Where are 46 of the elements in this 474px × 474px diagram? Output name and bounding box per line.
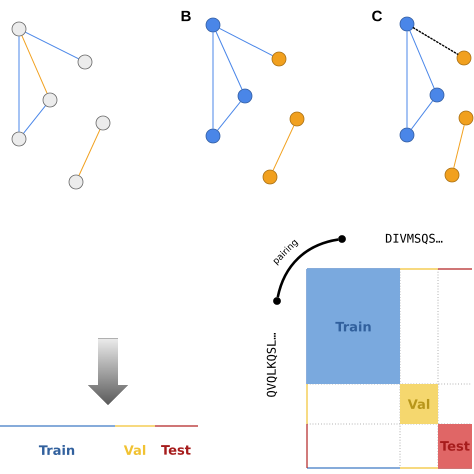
split-block: Val (400, 384, 438, 424)
graph-edge (78, 129, 100, 176)
graph-node (273, 297, 281, 305)
graph-edge (217, 101, 241, 131)
pairing-arc (276, 238, 338, 298)
sequence-text: DIVMSQS… (386, 234, 442, 244)
graph-node (400, 16, 414, 32)
split-label: Test (161, 445, 191, 455)
graph-node (338, 235, 346, 243)
graph-edge (453, 124, 465, 168)
graph-node (12, 132, 26, 146)
graph-node (238, 88, 252, 104)
graph-node (456, 50, 472, 66)
split-block: Test (438, 424, 472, 468)
graph-node (444, 168, 460, 182)
graph-node (206, 18, 220, 32)
graph-edge (219, 28, 273, 56)
graph-node (290, 112, 304, 126)
graph-edge (212, 32, 214, 130)
graph-node (458, 110, 474, 126)
graph-edge (409, 30, 435, 89)
graph-node (96, 116, 110, 130)
split-block: Train (307, 269, 400, 384)
graph-node (262, 170, 278, 184)
graph-node (400, 128, 414, 142)
graph-edge (18, 36, 20, 132)
graph-node (430, 88, 444, 102)
split-label: Train (38, 444, 74, 456)
graph-edge (216, 31, 242, 90)
graph-node (12, 22, 26, 36)
graph-edge (406, 30, 408, 128)
graph-edge (272, 125, 294, 171)
split-label: Val (124, 444, 146, 456)
graph-node (42, 92, 58, 108)
graph-node (272, 52, 286, 66)
panel-letter: B (182, 10, 191, 22)
graph-edge (410, 100, 434, 130)
sequence-text: QVQLKQSL… (266, 332, 278, 397)
graph-edge (25, 32, 79, 60)
graph-node (78, 54, 92, 70)
graph-node (206, 128, 220, 144)
graph-node (68, 174, 84, 190)
panel-letter: C (372, 10, 382, 22)
graph-edge (23, 105, 46, 134)
graph-edge (21, 35, 48, 94)
graph-edge (412, 27, 458, 55)
